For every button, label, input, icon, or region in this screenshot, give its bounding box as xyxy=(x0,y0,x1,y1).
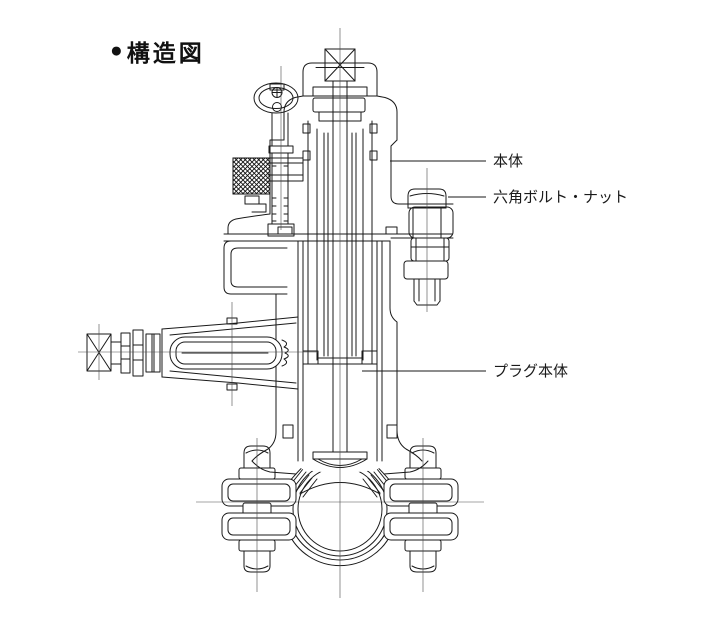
saddle-flare xyxy=(252,461,428,474)
callouts: 本体 六角ボルト・ナット プラグ本体 xyxy=(362,153,628,380)
side-port xyxy=(245,158,303,212)
plug-assembly xyxy=(87,317,298,390)
page-title: ● 構造図 xyxy=(110,34,205,68)
callout-label-hex-bolt-nut: 六角ボルト・ナット xyxy=(493,189,628,206)
centerlines xyxy=(78,28,484,598)
page-title-text: 構造図 xyxy=(126,40,205,66)
clamp-right xyxy=(384,446,458,572)
stem-assembly xyxy=(303,81,377,455)
callout-label-body: 本体 xyxy=(493,153,523,170)
bullet-icon: ● xyxy=(110,39,123,62)
callout-label-plug-body: プラグ本体 xyxy=(493,363,568,380)
valve-body-outline xyxy=(224,96,453,461)
clamp-left xyxy=(222,446,296,572)
crosshatch-seal-block xyxy=(233,158,270,194)
hex-bolt-nut xyxy=(391,189,453,305)
